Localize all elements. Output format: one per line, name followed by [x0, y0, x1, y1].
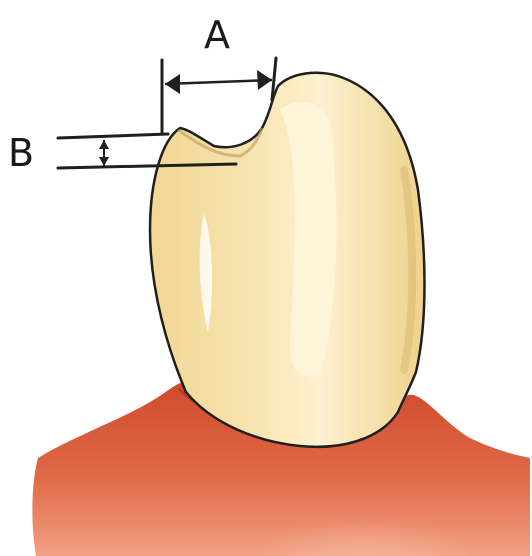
dimension-b-top-line — [58, 134, 168, 138]
tooth-crown — [150, 73, 425, 447]
dimension-a-line — [165, 80, 272, 84]
dimension-b-bottom-arrow — [99, 157, 109, 166]
label-a: A — [204, 13, 230, 57]
dimension-a-left-arrow — [165, 74, 180, 94]
dimension-a-right-arrow — [257, 70, 272, 90]
dimension-a: A — [162, 13, 276, 134]
dimension-b-top-arrow — [99, 140, 109, 149]
label-b: B — [8, 131, 34, 175]
